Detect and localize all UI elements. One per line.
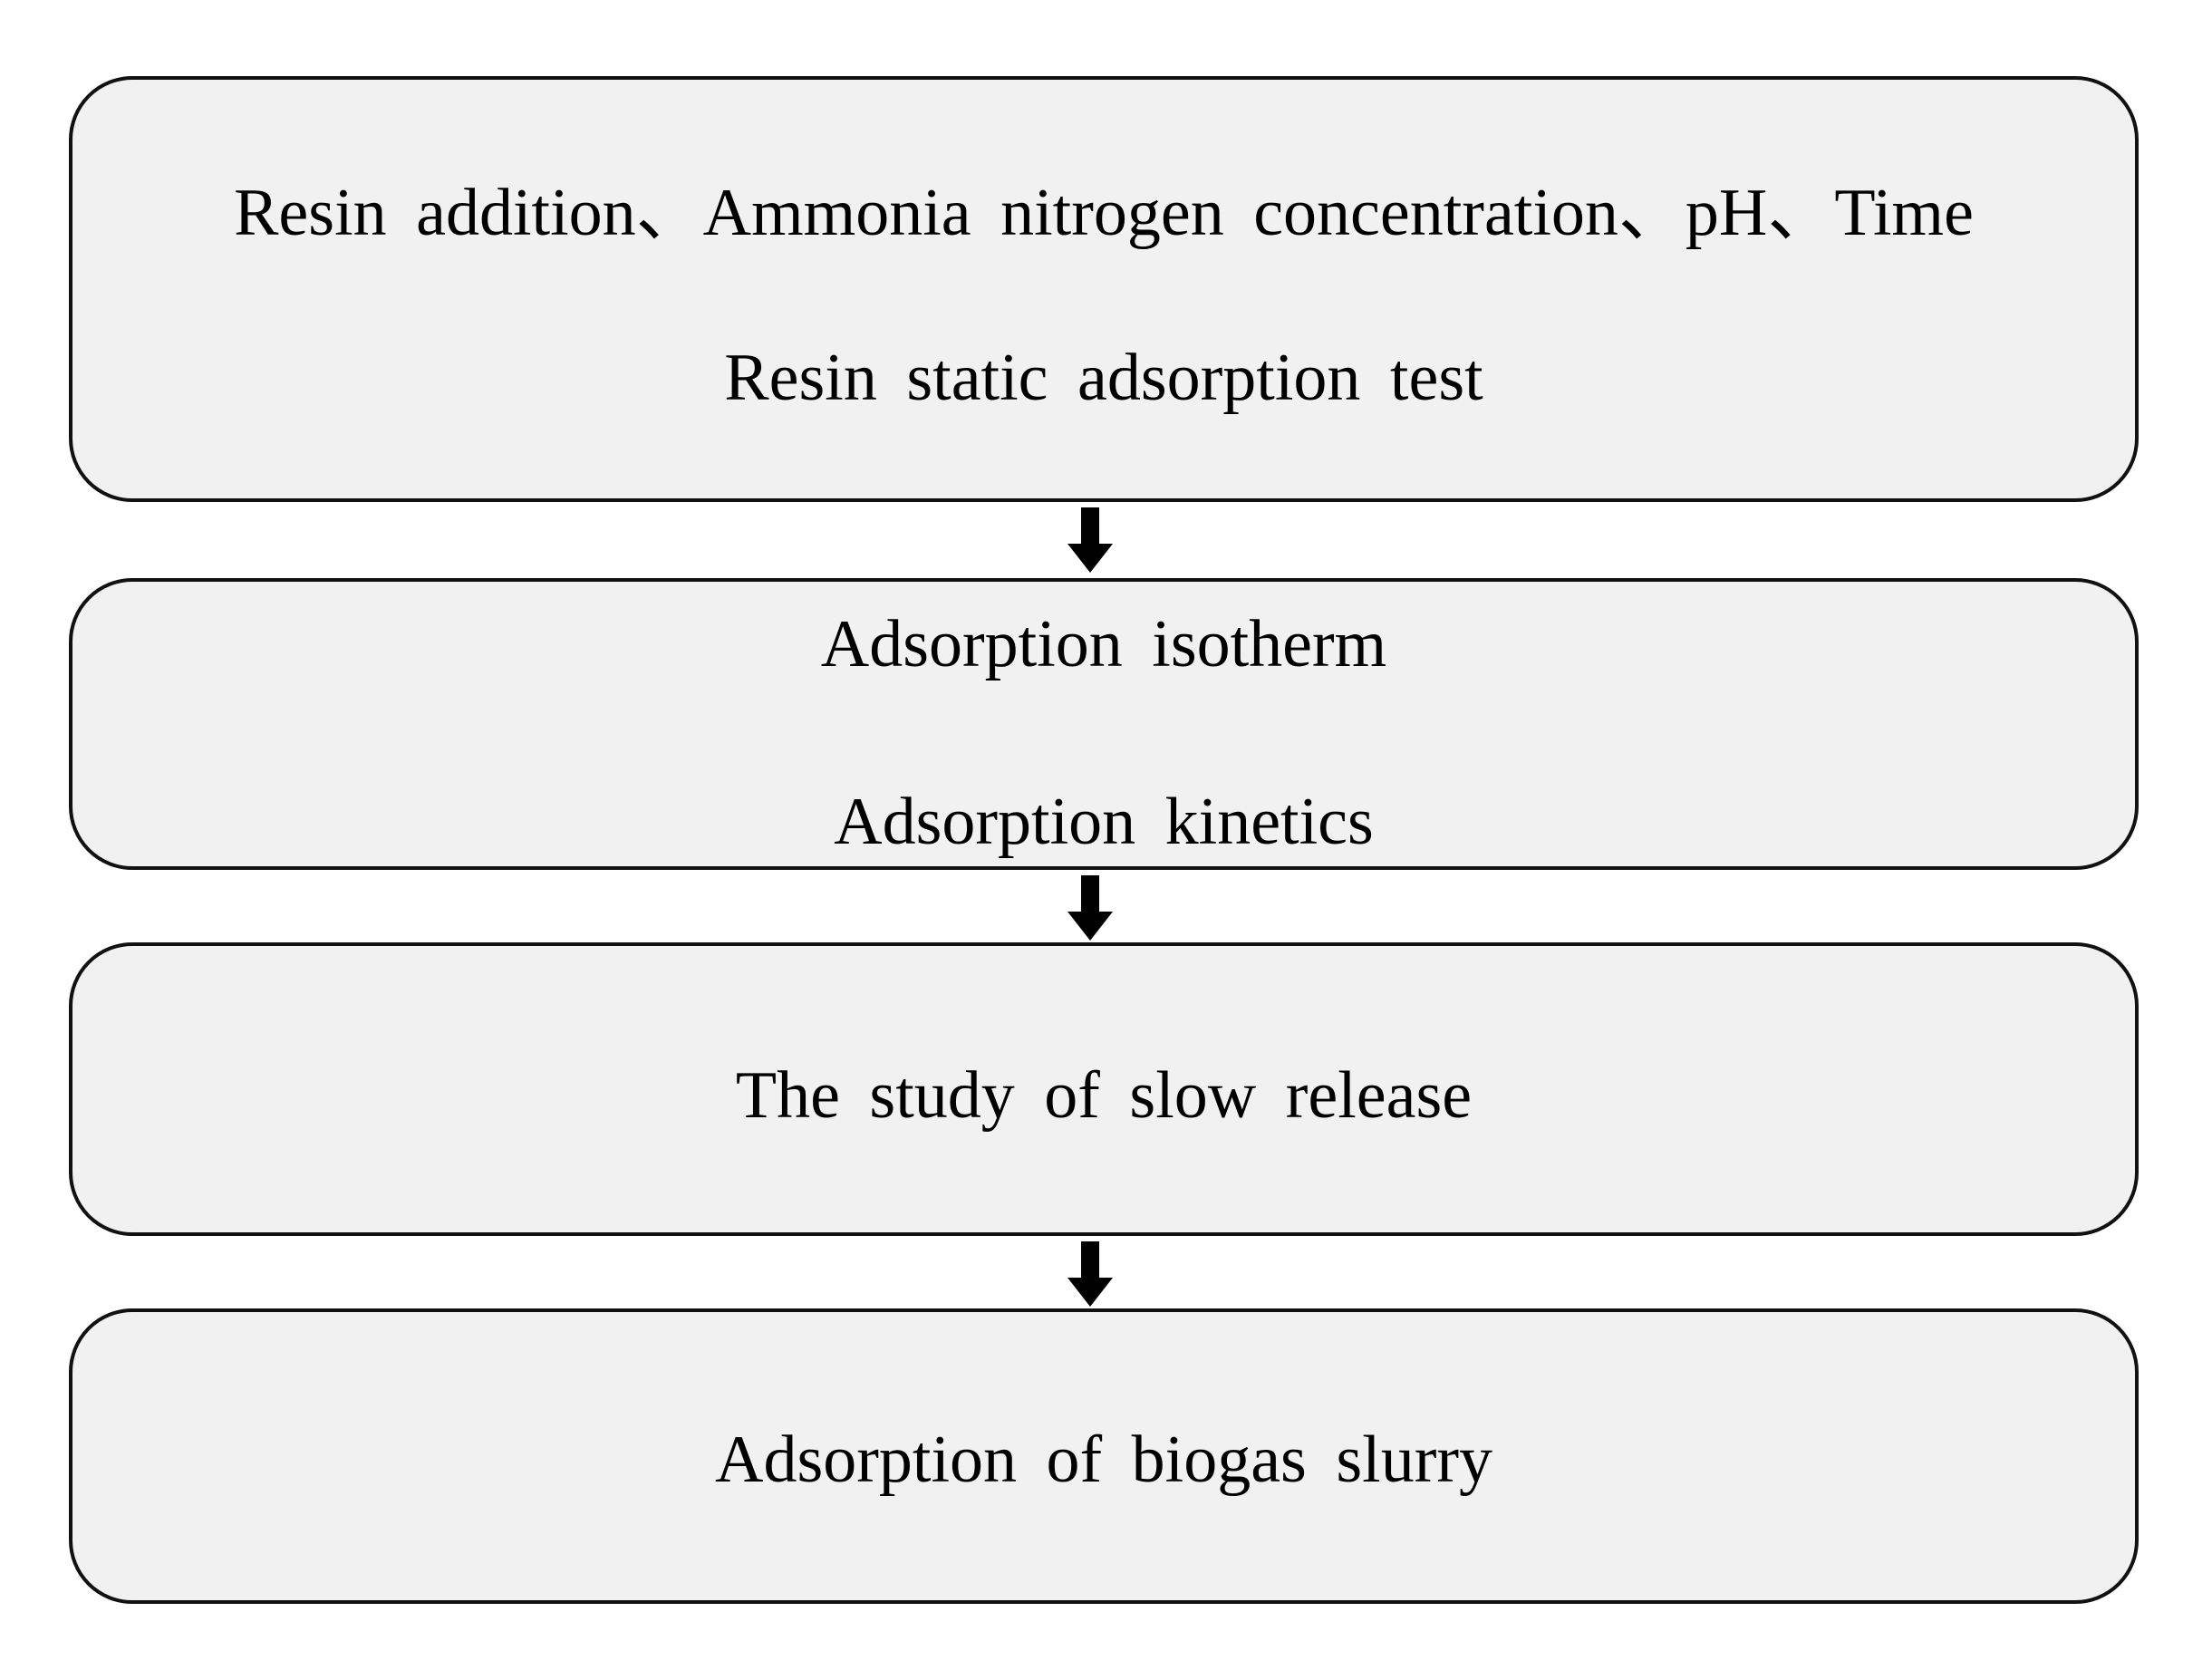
step-box-static-adsorption: Resin addition、Ammonia nitrogen concentr… bbox=[69, 76, 2139, 502]
step-box-adsorption-models: Adsorption isotherm Adsorption kinetics bbox=[69, 578, 2139, 870]
step-4-biogas-slurry-text: Adsorption of biogas slurry bbox=[715, 1423, 1492, 1497]
step-2-kinetics-text: Adsorption kinetics bbox=[834, 785, 1374, 859]
step-1-conditions-text: Resin addition、Ammonia nitrogen concentr… bbox=[234, 176, 1974, 250]
arrow-down-icon bbox=[1067, 507, 1113, 573]
step-3-slow-release-text: The study of slow release bbox=[735, 1058, 1473, 1133]
step-box-slow-release: The study of slow release bbox=[69, 942, 2139, 1236]
arrow-down-icon bbox=[1067, 1241, 1113, 1307]
step-2-isotherm-text: Adsorption isotherm bbox=[820, 607, 1387, 681]
step-1-title-text: Resin static adsorption test bbox=[724, 341, 1483, 415]
step-box-biogas-slurry: Adsorption of biogas slurry bbox=[69, 1308, 2139, 1604]
arrow-down-icon bbox=[1067, 875, 1113, 941]
